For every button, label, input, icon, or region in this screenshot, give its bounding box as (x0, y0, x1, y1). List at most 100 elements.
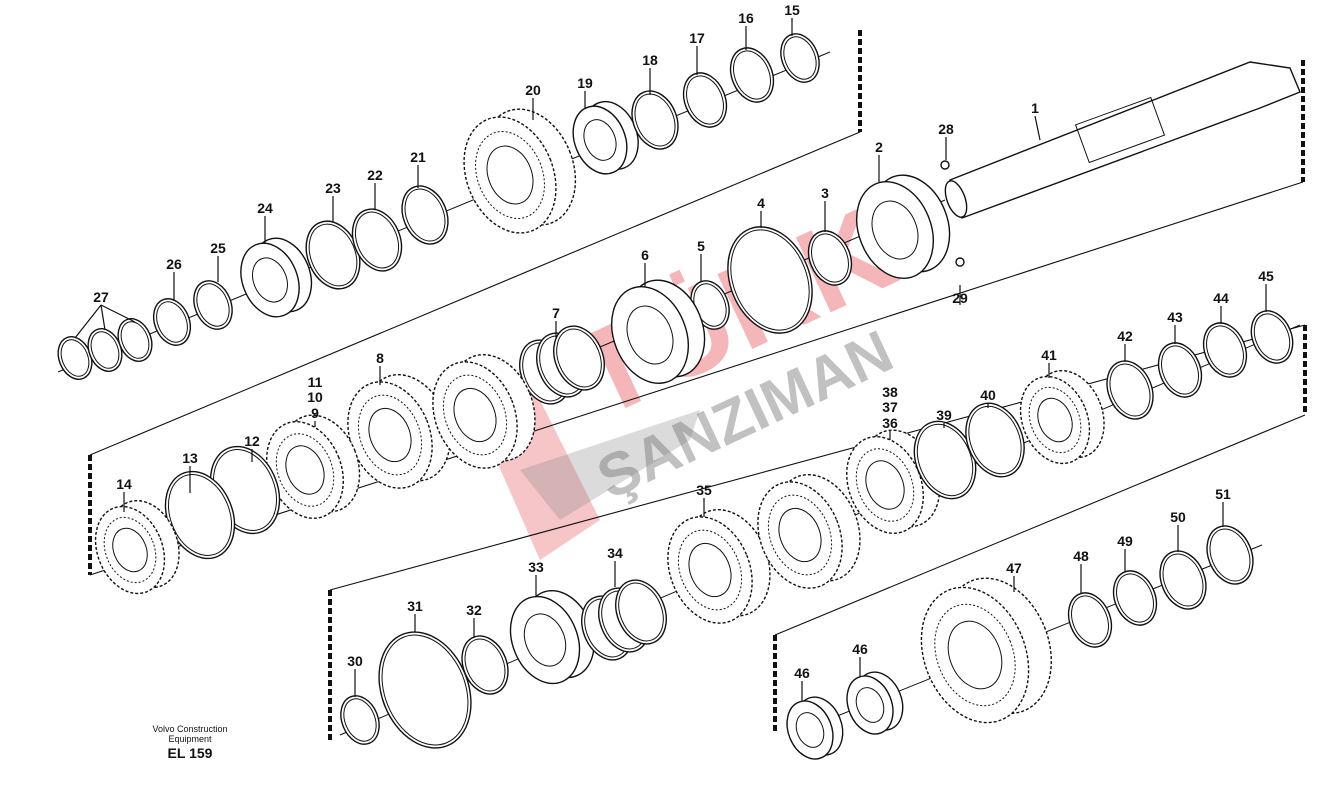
part-29 (955, 257, 965, 267)
callout-25: 25 (210, 240, 226, 256)
callout-33: 33 (528, 559, 544, 575)
part-33 (509, 589, 595, 685)
callout-26: 26 (166, 256, 182, 272)
leader-lines (74, 18, 1267, 702)
part-34c (615, 579, 667, 645)
callout-17: 17 (689, 30, 705, 46)
callout-36: 36 (882, 415, 898, 431)
callout-15: 15 (784, 2, 800, 18)
part-32 (461, 635, 509, 695)
callout-18: 18 (642, 52, 658, 68)
part-15 (780, 33, 820, 83)
callout-12: 12 (244, 433, 260, 449)
part-48 (1067, 592, 1113, 648)
part-51 (1206, 525, 1254, 585)
part-35b (757, 473, 861, 589)
part-9 (266, 414, 361, 519)
callout-44: 44 (1213, 290, 1229, 306)
callout-16: 16 (738, 10, 754, 26)
callout-30: 30 (347, 653, 363, 669)
callout-35: 35 (696, 482, 712, 498)
part-19 (572, 100, 639, 175)
part-40 (965, 402, 1025, 478)
part-46a (786, 696, 844, 760)
callout-14: 14 (116, 476, 132, 492)
company-line-1: Volvo Construction (152, 724, 228, 734)
part-49 (1112, 570, 1158, 626)
part-26 (152, 298, 192, 346)
callout-28: 28 (938, 121, 954, 137)
callout-50: 50 (1170, 509, 1186, 525)
callout-1: 1 (1031, 100, 1039, 116)
callout-40: 40 (980, 387, 996, 403)
part-27c (117, 318, 153, 362)
callout-9: 9 (311, 405, 319, 421)
part-50 (1159, 550, 1207, 610)
part-27a (57, 336, 93, 380)
callout-5: 5 (697, 238, 705, 254)
callout-24: 24 (257, 200, 273, 216)
callout-27: 27 (93, 289, 109, 305)
company-name: Volvo Construction Equipment (120, 724, 260, 744)
callout-20: 20 (525, 82, 541, 98)
callout-21: 21 (410, 149, 426, 165)
callout-2: 2 (875, 139, 883, 155)
part-21 (401, 185, 449, 245)
part-42 (1106, 360, 1154, 420)
part-3 (807, 230, 853, 286)
callout-41: 41 (1041, 347, 1057, 363)
part-41 (1019, 369, 1105, 465)
callout-48: 48 (1073, 548, 1089, 564)
callout-38: 38 (882, 384, 898, 400)
callout-23: 23 (325, 180, 341, 196)
callout-7: 7 (552, 305, 560, 321)
watermark-logo-chevron (520, 410, 700, 520)
part-4 (727, 226, 813, 334)
part-35a (667, 508, 771, 624)
part-2 (856, 174, 951, 279)
callout-32: 32 (466, 602, 482, 618)
callout-51: 51 (1215, 486, 1231, 502)
callout-47: 47 (1006, 560, 1022, 576)
callout-34: 34 (607, 545, 623, 561)
callout-43: 43 (1167, 309, 1183, 325)
callout-8: 8 (376, 350, 384, 366)
part-8b (432, 353, 536, 469)
part-43 (1157, 342, 1203, 398)
callout-3: 3 (821, 185, 829, 201)
company-line-2: Equipment (168, 734, 212, 744)
part-46b (846, 671, 904, 735)
callout-31: 31 (407, 598, 423, 614)
diagram-code: EL 159 (167, 745, 213, 761)
callout-46b: 46 (852, 641, 868, 657)
callout-42: 42 (1117, 328, 1133, 344)
part-44 (1202, 322, 1248, 378)
callout-4: 4 (757, 195, 765, 211)
part-30 (340, 695, 380, 745)
callout-19: 19 (577, 75, 593, 91)
callout-6: 6 (641, 247, 649, 263)
parts (57, 33, 1294, 760)
part-24 (240, 237, 313, 318)
callout-13: 13 (182, 450, 198, 466)
callout-49: 49 (1117, 533, 1133, 549)
part-7c (553, 325, 605, 391)
callout-10: 10 (307, 389, 323, 405)
part-18 (631, 90, 679, 150)
part-28 (940, 160, 950, 170)
callout-22: 22 (367, 167, 383, 183)
callout-29: 29 (952, 290, 968, 306)
part-22 (351, 208, 403, 272)
part-14 (94, 499, 180, 595)
callout-37: 37 (882, 399, 898, 415)
callout-39: 39 (936, 407, 952, 423)
part-6 (611, 279, 706, 384)
part-labels: 1234567891011121314151617181920212223242… (93, 2, 1274, 681)
part-17 (682, 72, 728, 128)
callout-11: 11 (308, 374, 323, 390)
part-45 (1250, 310, 1294, 364)
callout-45: 45 (1258, 268, 1274, 284)
part-16 (729, 47, 775, 103)
